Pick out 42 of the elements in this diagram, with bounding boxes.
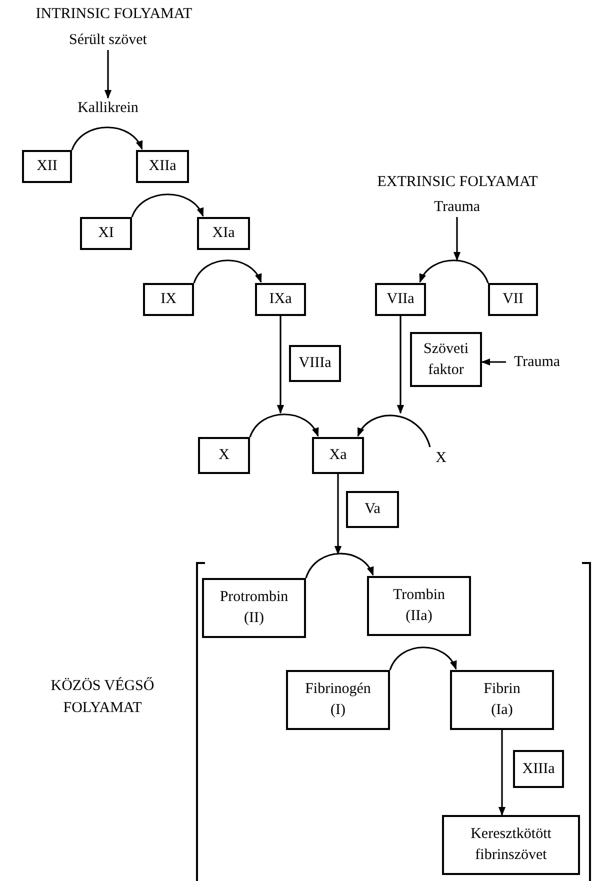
text-label: Kallikrein <box>63 98 153 118</box>
arrow <box>276 316 284 414</box>
factor-box: XIIa <box>136 150 189 183</box>
factor-box: XII <box>22 150 72 183</box>
factor-box: IXa <box>255 283 306 316</box>
factor-box: VIIIa <box>289 345 341 382</box>
arrow <box>481 358 506 366</box>
factor-box: Fibrinogén (I) <box>286 670 390 730</box>
arrow <box>334 474 342 555</box>
arrow <box>357 414 431 448</box>
factor-box: Va <box>346 491 399 528</box>
factor-box: VII <box>488 283 538 316</box>
text-label: Trauma <box>424 197 490 217</box>
text-label: X <box>430 447 452 469</box>
text-label: Trauma <box>506 352 568 372</box>
factor-box: Protrombin (II) <box>202 578 306 638</box>
arrow <box>104 50 112 99</box>
factor-box: Xa <box>312 437 364 474</box>
arrow <box>498 730 506 816</box>
arrow <box>305 552 374 578</box>
section-heading: EXTRINSIC FOLYAMAT <box>376 173 539 192</box>
factor-box: VIIa <box>375 283 426 316</box>
arrow <box>419 260 489 284</box>
arrow <box>71 126 143 150</box>
factor-box: XI <box>80 217 132 250</box>
factor-box: Keresztkötött fibrinszövet <box>442 815 580 875</box>
arrow <box>193 260 262 284</box>
text-label: Sérült szövet <box>48 30 168 50</box>
arrow <box>389 646 457 670</box>
factor-box: XIa <box>197 217 250 250</box>
arrow <box>249 414 319 438</box>
factor-box: IX <box>143 283 194 316</box>
factor-box: X <box>198 437 250 474</box>
factor-box: XIIIa <box>513 750 564 788</box>
arrow <box>131 194 204 218</box>
arrow <box>453 217 461 261</box>
section-heading: INTRINSIC FOLYAMAT <box>34 5 194 24</box>
factor-box: Szöveti faktor <box>410 332 482 387</box>
factor-box: Trombin (IIa) <box>367 576 471 636</box>
group-heading: KÖZÖS VÉGSŐ FOLYAMAT <box>50 676 156 718</box>
factor-box: Fibrin (Ia) <box>450 670 554 730</box>
arrow <box>396 316 404 414</box>
